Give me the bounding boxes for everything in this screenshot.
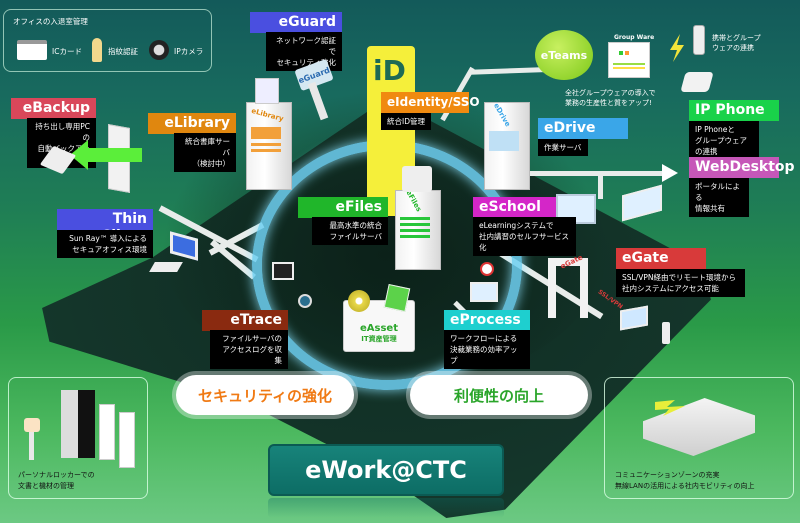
eprocess-label: eProcess	[444, 310, 530, 331]
locker-door-icon	[119, 412, 135, 468]
legend-title: オフィスの入退室管理	[13, 17, 88, 26]
locker-icon	[61, 390, 95, 458]
communication-zone-panel: コミュニケーションゾーンの充実 無線LANの活用による社内モビリティの向上	[604, 377, 794, 499]
ip-camera-label: IPカメラ	[174, 47, 204, 56]
fingerprint-label: 指紋認証	[108, 47, 138, 56]
title-reflection	[268, 498, 504, 518]
elibrary-desc: 統合書庫サーバ （検討中）	[174, 133, 236, 172]
webdesktop-label: WebDesktop	[689, 157, 795, 178]
users-files-icon	[402, 166, 432, 192]
webdesktop-desc: ポータルによる 情報共有	[689, 178, 749, 217]
locker-key-icon	[24, 418, 40, 460]
egate-label: eGate	[616, 248, 706, 269]
groupware-label: Group Ware	[614, 34, 655, 41]
ipphone-label: IP Phone	[689, 100, 779, 121]
edrive-desc: 作業サーバ	[538, 139, 588, 156]
locker-door-icon	[99, 404, 115, 460]
mobile-phone-icon	[693, 25, 705, 55]
arrow-right-icon	[662, 164, 678, 182]
wireless-lightning-icon	[655, 400, 685, 416]
ework-ctc-title: eWork@CTC	[268, 444, 504, 496]
eteams-desc: 全社グループウェアの導入で 業務の生産性と質をアップ!	[565, 89, 656, 107]
log-terminal-icon	[272, 262, 294, 280]
remote-phone-icon	[662, 322, 670, 344]
lightning-icon	[670, 34, 684, 62]
approval-stamp-icon	[480, 262, 494, 276]
groupware-window-icon	[608, 42, 650, 78]
eidentity-desc: 統合ID管理	[381, 113, 431, 130]
desktop-pc-icon	[622, 184, 662, 222]
efiles-server: eFiles	[395, 189, 441, 270]
connector-line	[520, 171, 670, 176]
etrace-desc: ファイルサーバの アクセスログを収集	[210, 330, 288, 369]
mobile-desc: 携帯とグループ ウェアの連携	[712, 34, 761, 52]
eteams-circle: eTeams	[535, 30, 593, 80]
ipphone-desc: IP Phoneと グループウェアの連携	[689, 121, 759, 160]
gate-icon: eGate	[548, 253, 588, 318]
eschool-label: eSchool	[473, 197, 558, 218]
entry-management-legend: オフィスの入退室管理 ICカード 指紋認証 IPカメラ	[3, 9, 212, 72]
pillar-convenience: 利便性の向上	[410, 375, 588, 415]
locker-desc: パーソナルロッカーでの 文書と機材の管理	[18, 471, 95, 490]
ebackup-label: eBackup	[11, 98, 96, 119]
elibrary-label: eLibrary	[148, 113, 236, 134]
ic-card-icon	[17, 40, 47, 60]
magnifier-icon	[298, 294, 312, 308]
workflow-laptop-icon	[470, 282, 498, 302]
eguard-desc: ネットワーク認証で セキュリティ強化	[266, 32, 342, 71]
backup-arrow-icon	[70, 140, 142, 170]
connector-line	[598, 171, 603, 199]
desk-phone-icon	[680, 72, 714, 92]
fingerprint-icon	[92, 38, 102, 62]
cd-disc-icon	[348, 290, 370, 312]
elibrary-server: eLibrary	[246, 102, 292, 190]
efiles-label: eFiles	[298, 197, 388, 218]
commzone-desc: コミュニケーションゾーンの充実 無線LANの活用による社内モビリティの向上	[615, 471, 755, 490]
eguard-label: eGuard	[250, 12, 342, 33]
ip-camera-icon	[149, 40, 169, 60]
keyboard-icon	[149, 262, 183, 272]
pillar-security: セキュリティの強化	[176, 375, 354, 415]
books-icon	[255, 78, 279, 104]
locker-panel: パーソナルロッカーでの 文書と機材の管理	[8, 377, 148, 499]
eprocess-desc: ワークフローによる 決裁業務の効率アップ	[444, 330, 530, 369]
etrace-label: eTrace	[202, 310, 288, 331]
thinclient-desc: Sun Ray™ 導入による セキュアオフィス環境	[57, 230, 153, 258]
efiles-desc: 最高水準の統合 ファイルサーバ	[312, 217, 388, 245]
edrive-server: eDrive	[484, 102, 530, 190]
eidentity-label: eIdentity/SSO	[381, 92, 480, 113]
eschool-desc: eLearningシステムで 社内講習のセルフサービス化	[473, 217, 576, 256]
egate-desc: SSL/VPN経由でリモート環境から 社内システムにアクセス可能	[616, 269, 745, 297]
ic-card-label: ICカード	[52, 47, 82, 56]
edrive-label: eDrive	[538, 118, 628, 139]
